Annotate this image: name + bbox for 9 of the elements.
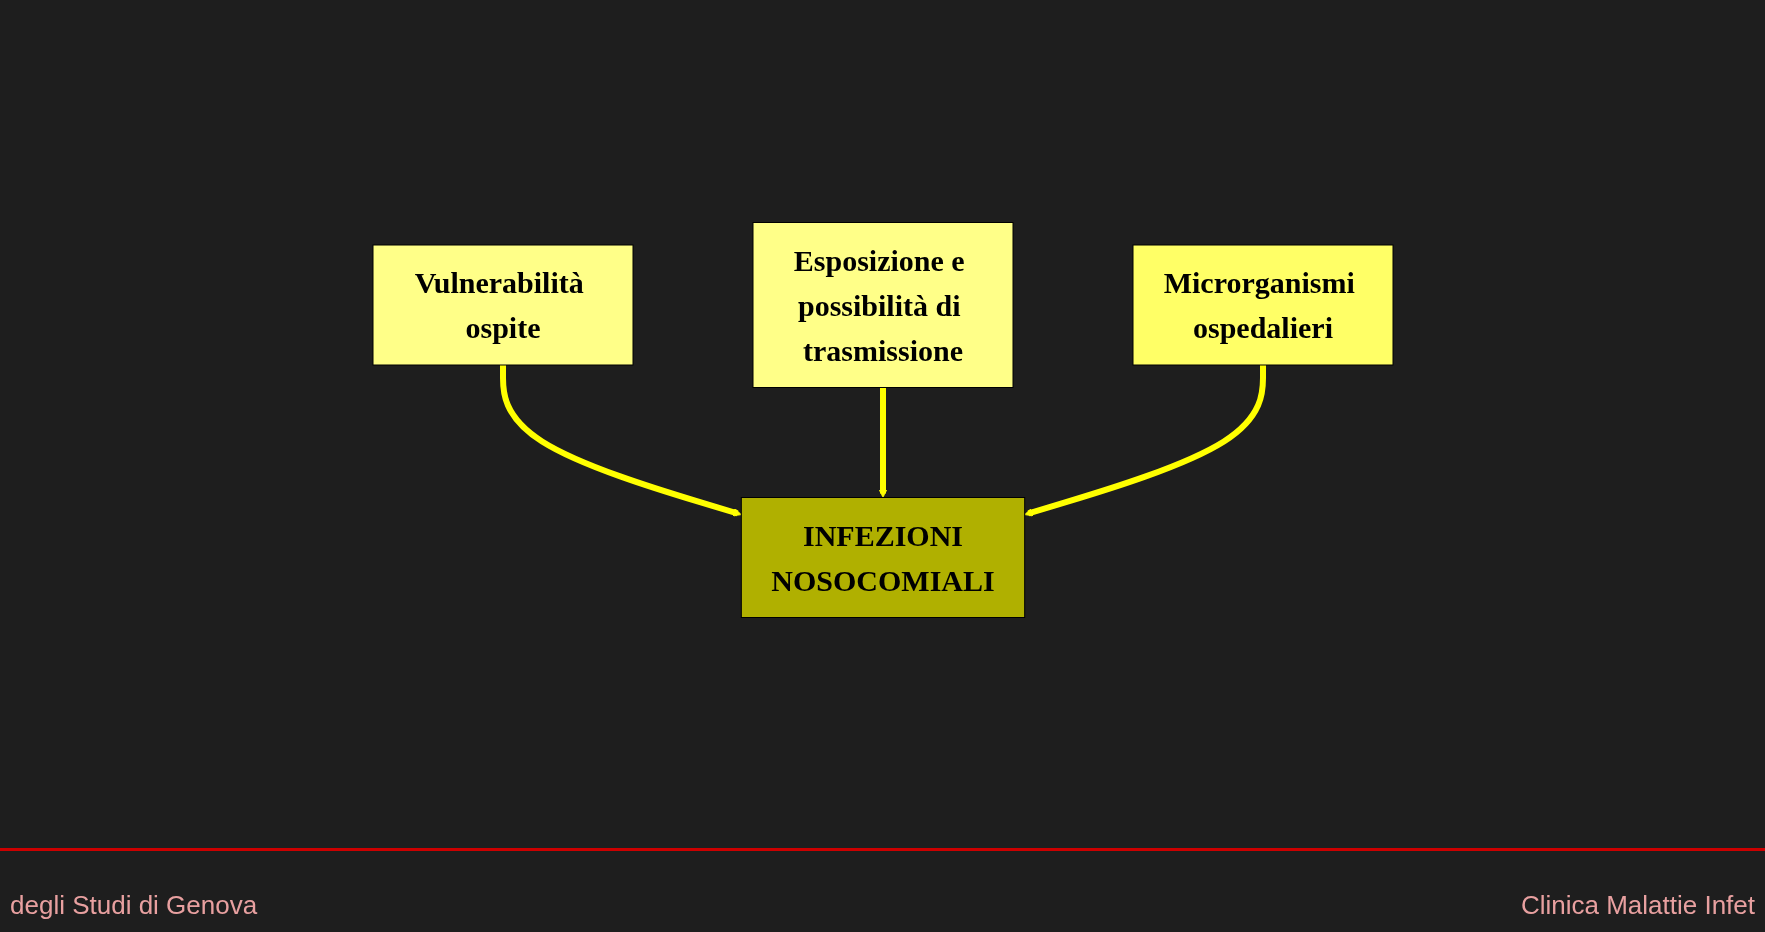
arrow — [499, 365, 742, 517]
footer-text: degli Studi di Genova — [10, 890, 258, 921]
arrow — [878, 387, 887, 498]
node-box: INFEZIONI NOSOCOMIALI — [740, 497, 1025, 618]
footer-text: Clinica Malattie Infet — [1520, 890, 1755, 921]
node-box: Esposizione e possibilità di trasmissione — [752, 222, 1013, 388]
node-box: Vulnerabilità ospite — [372, 244, 633, 366]
arrow — [1023, 365, 1266, 517]
node-box: Microrganismi ospedalieri — [1132, 244, 1393, 366]
